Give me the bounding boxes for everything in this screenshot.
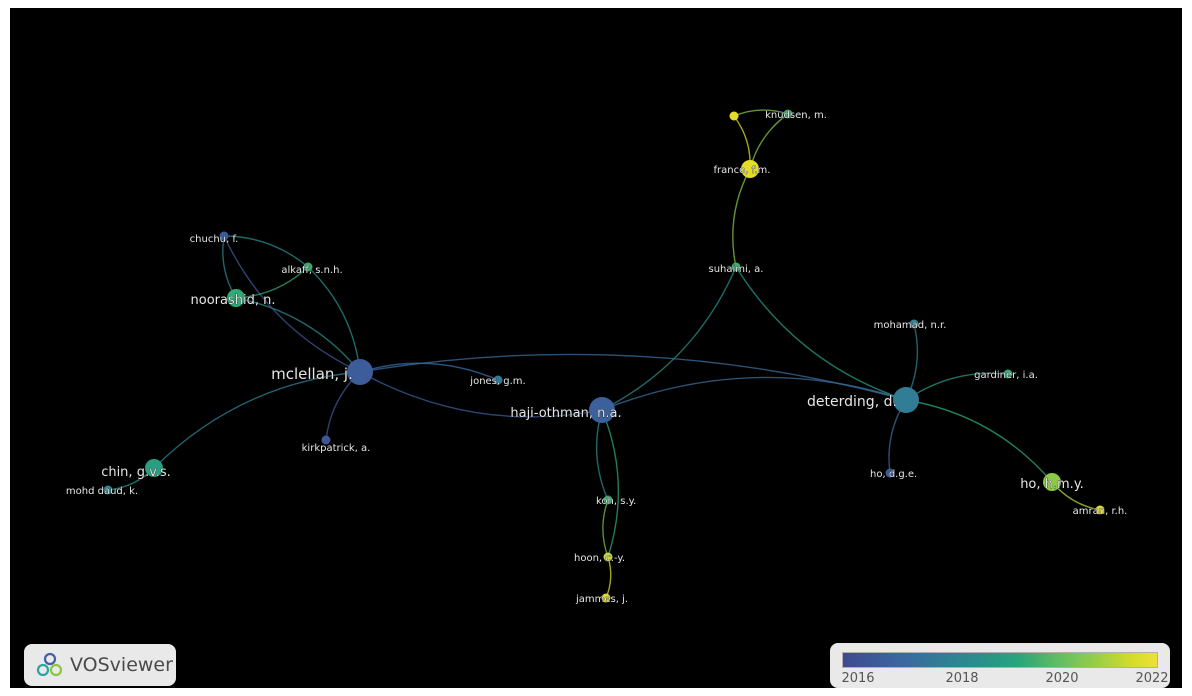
year-color-legend: 2016 2018 2020 2022	[830, 643, 1170, 688]
node-label-franco[interactable]: franco, f.m.	[713, 165, 771, 177]
node-amran[interactable]	[1095, 505, 1105, 515]
link-haji-suhaimi	[601, 266, 737, 411]
network-canvas[interactable]: mclellan, j. deterding, d. haji-othman, n.…	[10, 8, 1182, 688]
node-franco[interactable]	[741, 160, 759, 178]
legend-tick: 2022	[1135, 671, 1169, 686]
node-jones[interactable]	[493, 375, 503, 385]
node-chuchu[interactable]	[219, 231, 229, 241]
link-suhaimi-franco	[732, 168, 751, 268]
links-layer	[107, 109, 1101, 599]
link-haji-deterding	[601, 376, 907, 411]
node-label-jones[interactable]: jones, g.m.	[469, 376, 526, 388]
node-alkaff[interactable]	[303, 262, 313, 272]
logo-text: VOSviewer	[70, 654, 173, 676]
node-jammes[interactable]	[601, 593, 611, 603]
link-koh-hoon	[602, 499, 609, 558]
node-hodge[interactable]	[885, 468, 895, 478]
node-noorashid[interactable]	[227, 289, 245, 307]
node-label-hodge[interactable]: ho, d.g.e.	[870, 469, 918, 481]
link-mclellan-haji	[359, 371, 603, 418]
labels-layer: mclellan, j. deterding, d. haji-othman, n.…	[66, 110, 1128, 606]
legend-tick: 2020	[1045, 671, 1079, 686]
node-label-deterding[interactable]: deterding, d.	[807, 394, 897, 411]
node-label-mohamad[interactable]: mohamad, n.r.	[873, 320, 947, 332]
link-mclellan-chin	[153, 371, 361, 469]
node-label-noorashid[interactable]: noorashid, n.	[190, 293, 276, 309]
legend-color-bar	[842, 652, 1158, 668]
link-haji-hoon	[601, 409, 620, 558]
node-gardiner[interactable]	[1003, 369, 1013, 379]
node-label-amran[interactable]: amran, r.h.	[1072, 506, 1128, 518]
node-deterding[interactable]	[893, 387, 919, 413]
link-mclellan-chuchu	[223, 235, 361, 373]
node-hohmy[interactable]	[1043, 473, 1061, 491]
node-label-knudsen[interactable]: knudsen, m.	[765, 110, 827, 122]
node-label-hohmy[interactable]: ho, h.m.y.	[1020, 477, 1084, 493]
vosviewer-logo-icon	[36, 652, 62, 677]
link-chuchu-alkaff	[223, 235, 309, 268]
node-label-mclellan[interactable]: mclellan, j.	[271, 365, 353, 384]
link-deterding-hohmy	[905, 399, 1053, 483]
node-label-suhaimi[interactable]: suhaimi, a.	[708, 264, 764, 276]
nodes-layer	[103, 109, 1105, 603]
link-noorashid-chuchu	[222, 235, 237, 299]
node-mohd[interactable]	[103, 485, 113, 495]
node-label-alkaff[interactable]: alkaff, s.n.h.	[281, 265, 343, 277]
node-hoon[interactable]	[603, 552, 613, 562]
node-knudsen[interactable]	[783, 109, 793, 119]
node-label-jammes[interactable]: jammes, j.	[575, 594, 629, 606]
link-unlabeled-knudsen	[733, 109, 789, 117]
node-chin[interactable]	[145, 459, 163, 477]
node-label-gardiner[interactable]: gardiner, i.a.	[974, 370, 1038, 382]
node-label-haji[interactable]: haji-othman, n.a.	[510, 406, 622, 422]
node-label-kirkpatrick[interactable]: kirkpatrick, a.	[301, 443, 371, 455]
node-label-hoon[interactable]: hoon, c.-y.	[574, 553, 626, 565]
node-mohamad[interactable]	[909, 319, 919, 329]
link-mclellan-alkaff	[307, 266, 361, 373]
legend-tick: 2018	[945, 671, 979, 686]
node-koh[interactable]	[603, 495, 613, 505]
node-suhaimi[interactable]	[731, 262, 741, 272]
node-haji[interactable]	[589, 397, 615, 423]
link-mclellan-jones	[359, 362, 499, 381]
node-label-mohd[interactable]: mohd daud, k.	[66, 486, 139, 498]
link-franco-knudsen	[749, 113, 789, 170]
node-label-koh[interactable]: koh, s.y.	[596, 496, 637, 508]
coauthorship-network[interactable]: mclellan, j. deterding, d. haji-othman, n.…	[10, 8, 1182, 688]
node-kirkpatrick[interactable]	[321, 435, 331, 445]
legend-tick: 2016	[841, 671, 875, 686]
node-unlabeled[interactable]	[729, 111, 739, 121]
node-label-chin[interactable]: chin, g.v.s.	[101, 465, 171, 481]
node-label-chuchu[interactable]: chuchu, f.	[189, 234, 239, 246]
link-suhaimi-deterding	[735, 266, 907, 401]
link-mclellan-noorashid	[235, 297, 361, 373]
vosviewer-logo: VOSviewer	[24, 644, 176, 686]
node-mclellan[interactable]	[347, 359, 373, 385]
